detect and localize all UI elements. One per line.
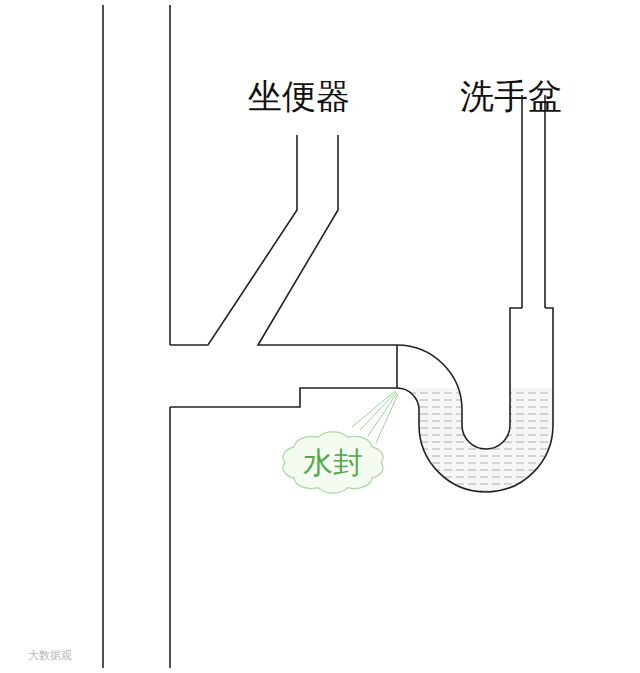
trap-wall — [397, 308, 522, 449]
sink-pipe — [544, 95, 546, 308]
water — [397, 388, 553, 492]
trap-wall — [397, 308, 553, 492]
stack-wall — [169, 407, 171, 668]
callout-cloud: 水封 — [277, 428, 389, 497]
cloud-shape — [283, 431, 383, 492]
watermark: 大数据观 — [28, 650, 72, 662]
stack-wall — [102, 5, 104, 668]
stack-wall — [169, 5, 171, 345]
callout-text: 水封 — [303, 446, 363, 479]
sink-branch — [170, 388, 397, 407]
fixture-label: 洗手盆 — [460, 78, 562, 115]
pipe-joint — [396, 345, 398, 388]
toilet-pipe — [170, 135, 297, 345]
fixture-label: 坐便器 — [248, 78, 350, 115]
sink-pipe — [521, 95, 523, 308]
toilet-pipe — [258, 135, 397, 345]
callout-pointer — [352, 391, 398, 443]
